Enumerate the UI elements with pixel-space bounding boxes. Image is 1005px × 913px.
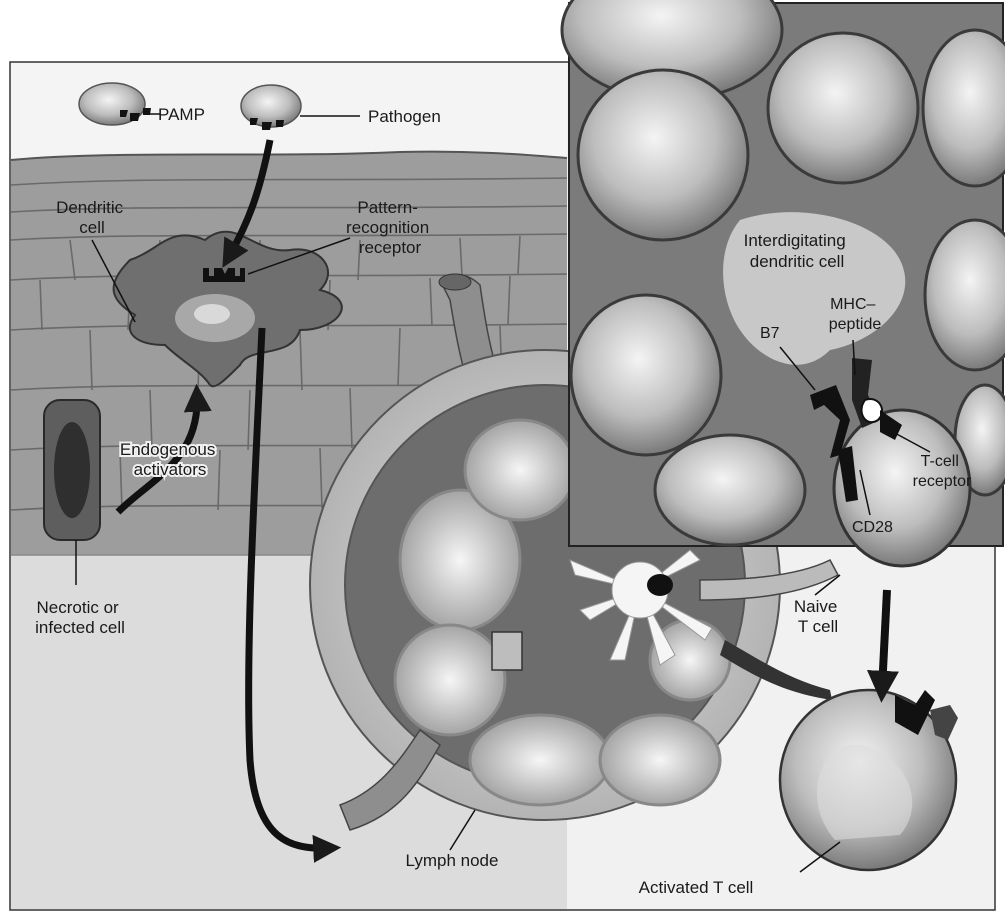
- label-endogenous-activators: Endogenous activators: [120, 440, 220, 479]
- label-b7: B7: [760, 325, 780, 342]
- activation-arrow: [882, 590, 887, 690]
- magnified-region-box: [492, 632, 522, 670]
- label-cd28: CD28: [852, 519, 893, 536]
- activated-t-cell: [780, 690, 958, 870]
- label-necrotic-or-infected-cell: Necrotic or infected cell: [35, 598, 125, 637]
- label-lymph-node: Lymph node: [406, 851, 499, 870]
- label-naive-t-cell: Naive T cell: [794, 597, 842, 636]
- label-pathogen: Pathogen: [368, 107, 441, 126]
- label-pattern-recognition-receptor: Pattern- recognition receptor: [346, 198, 434, 257]
- label-activated-t-cell: Activated T cell: [639, 878, 754, 897]
- label-pamp: PAMP: [158, 105, 205, 124]
- necrotic-cell: [44, 400, 100, 540]
